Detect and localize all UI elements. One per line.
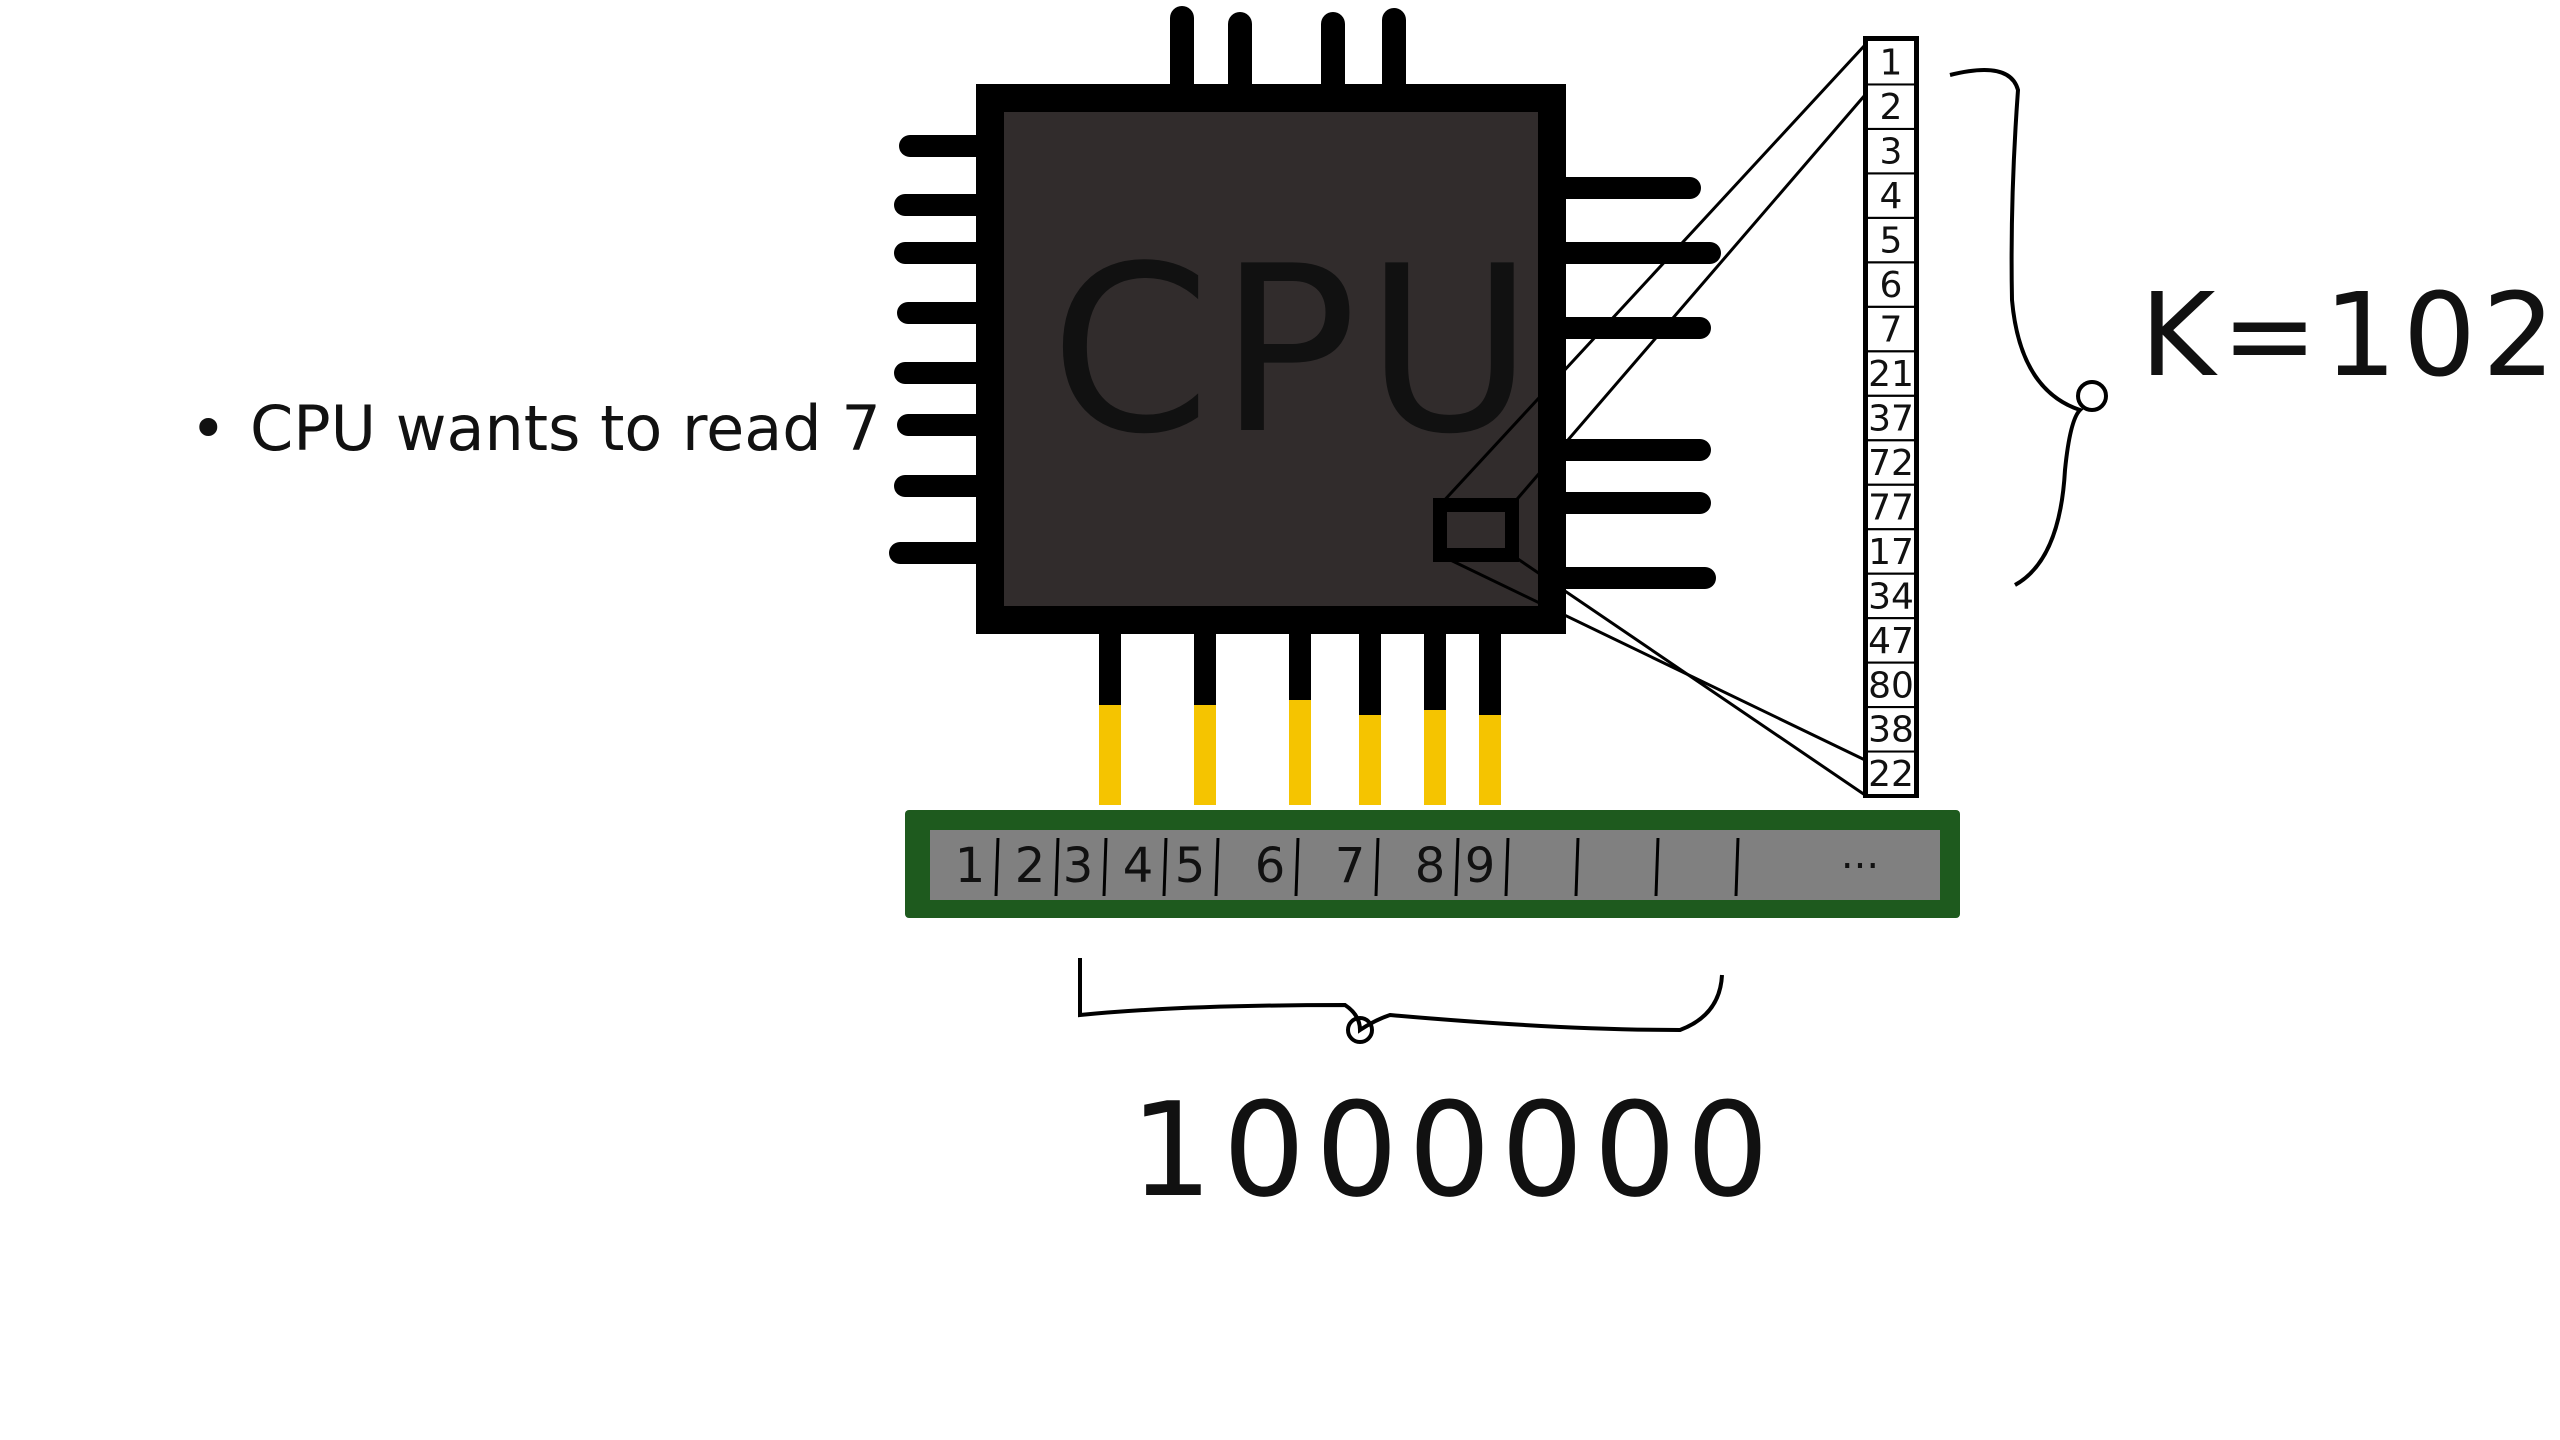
memory-cell: 3 [1063, 838, 1094, 894]
memory-cell: 5 [1175, 838, 1206, 894]
memory-cell-divider [1574, 837, 1580, 897]
memory-cell: 8 [1415, 838, 1446, 894]
cpu-body [976, 84, 1566, 634]
cpu-right-pins [1539, 177, 1721, 589]
cache-cell: 72 [1868, 443, 1914, 484]
cache-brace-tip [2076, 380, 2108, 412]
cache-cell: 5 [1880, 221, 1903, 262]
memory-cell: 4 [1123, 838, 1154, 894]
cache-connector-lines [1438, 43, 1867, 797]
cache-cell-box [1866, 750, 1916, 798]
cache-cell: 2 [1880, 87, 1903, 128]
cache-cell: 37 [1868, 398, 1914, 439]
memory-cell-divider [1054, 837, 1060, 897]
memory-cell-divider [994, 837, 1000, 897]
memory-cell-divider [1654, 837, 1660, 897]
cache-cell: 3 [1880, 132, 1903, 173]
memory-size-label: 1000000 [1130, 1074, 1779, 1226]
cache-cell: 80 [1868, 665, 1914, 706]
memory-ellipsis: ... [1841, 832, 1879, 878]
memory-cell: 7 [1335, 838, 1366, 894]
memory-cell-divider [1162, 837, 1168, 897]
memory-cell: 9 [1465, 838, 1496, 894]
cache-cell: 1 [1880, 43, 1903, 84]
cpu-cache-block [1433, 498, 1519, 562]
memory-cell-divider [1294, 837, 1300, 897]
cache-cell: 34 [1868, 576, 1914, 617]
cache-frame [1863, 36, 1919, 798]
memory-cells-area [930, 830, 1940, 900]
bullet-symbol: • [190, 392, 227, 465]
cache-size-brace [1949, 68, 2084, 587]
memory-cell: 2 [1015, 838, 1046, 894]
memory-cell-divider [1214, 837, 1220, 897]
memory-cell-divider [1374, 837, 1380, 897]
memory-cell-divider [1504, 837, 1510, 897]
cpu-label: CPU [1050, 218, 1542, 485]
memory-cell: 6 [1255, 838, 1286, 894]
cache-cell: 77 [1868, 487, 1914, 528]
memory-size-brace [1078, 958, 1724, 1034]
cache-cell: 17 [1868, 532, 1914, 573]
memory-cell: 1 [955, 838, 986, 894]
memory-brace-tip [1346, 1016, 1374, 1044]
cache-cell: 6 [1880, 265, 1903, 306]
bullet-item: • CPU wants to read 7 [190, 392, 881, 465]
memory-bus [1099, 620, 1501, 805]
memory-cell-divider [1734, 837, 1740, 897]
bullet-text: CPU wants to read 7 [250, 392, 881, 465]
memory-cell-divider [1102, 837, 1108, 897]
cache-cell: 22 [1868, 754, 1914, 795]
cache-cell: 4 [1880, 176, 1903, 217]
cache-cell: 38 [1868, 710, 1914, 751]
cache-cell: 7 [1880, 310, 1903, 351]
cache-size-label: K=1024 [2140, 269, 2560, 403]
cache-cell: 21 [1868, 354, 1914, 395]
memory-cell-divider [1454, 837, 1460, 897]
cache-cell: 47 [1868, 621, 1914, 662]
